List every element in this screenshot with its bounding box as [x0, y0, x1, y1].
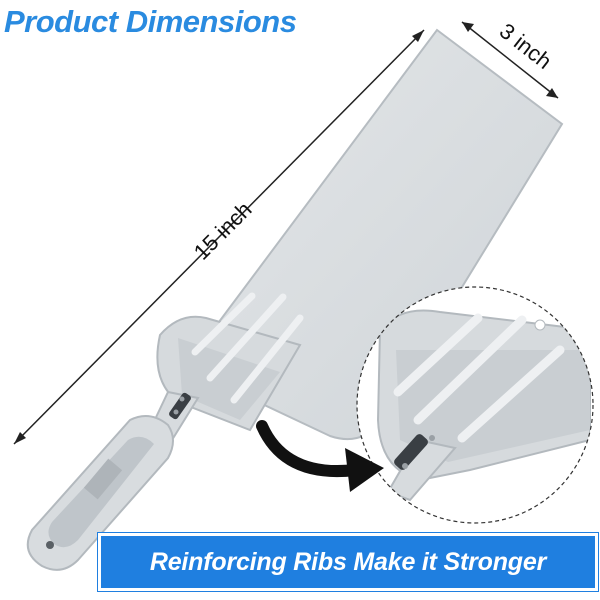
pointer-arrow — [256, 420, 384, 492]
page-title: Product Dimensions — [4, 4, 297, 39]
reinforcing-ribs — [191, 292, 304, 404]
length-label: 15 inch — [189, 197, 257, 265]
feature-banner: Reinforcing Ribs Make it Stronger — [98, 533, 598, 591]
zoom-detail — [356, 286, 594, 524]
length-arrow-head-start — [14, 432, 26, 444]
length-arrow-head-end — [412, 30, 424, 42]
length-arrow-line — [13, 29, 425, 445]
zoom-circle-outline — [356, 286, 594, 524]
width-arrow-head-start — [462, 22, 474, 32]
width-arrow-line — [461, 21, 559, 99]
width-arrow-head-end — [546, 88, 558, 98]
scraper-tool — [26, 28, 564, 571]
width-label: 3 inch — [495, 18, 557, 74]
feature-banner-text: Reinforcing Ribs Make it Stronger — [149, 547, 547, 576]
